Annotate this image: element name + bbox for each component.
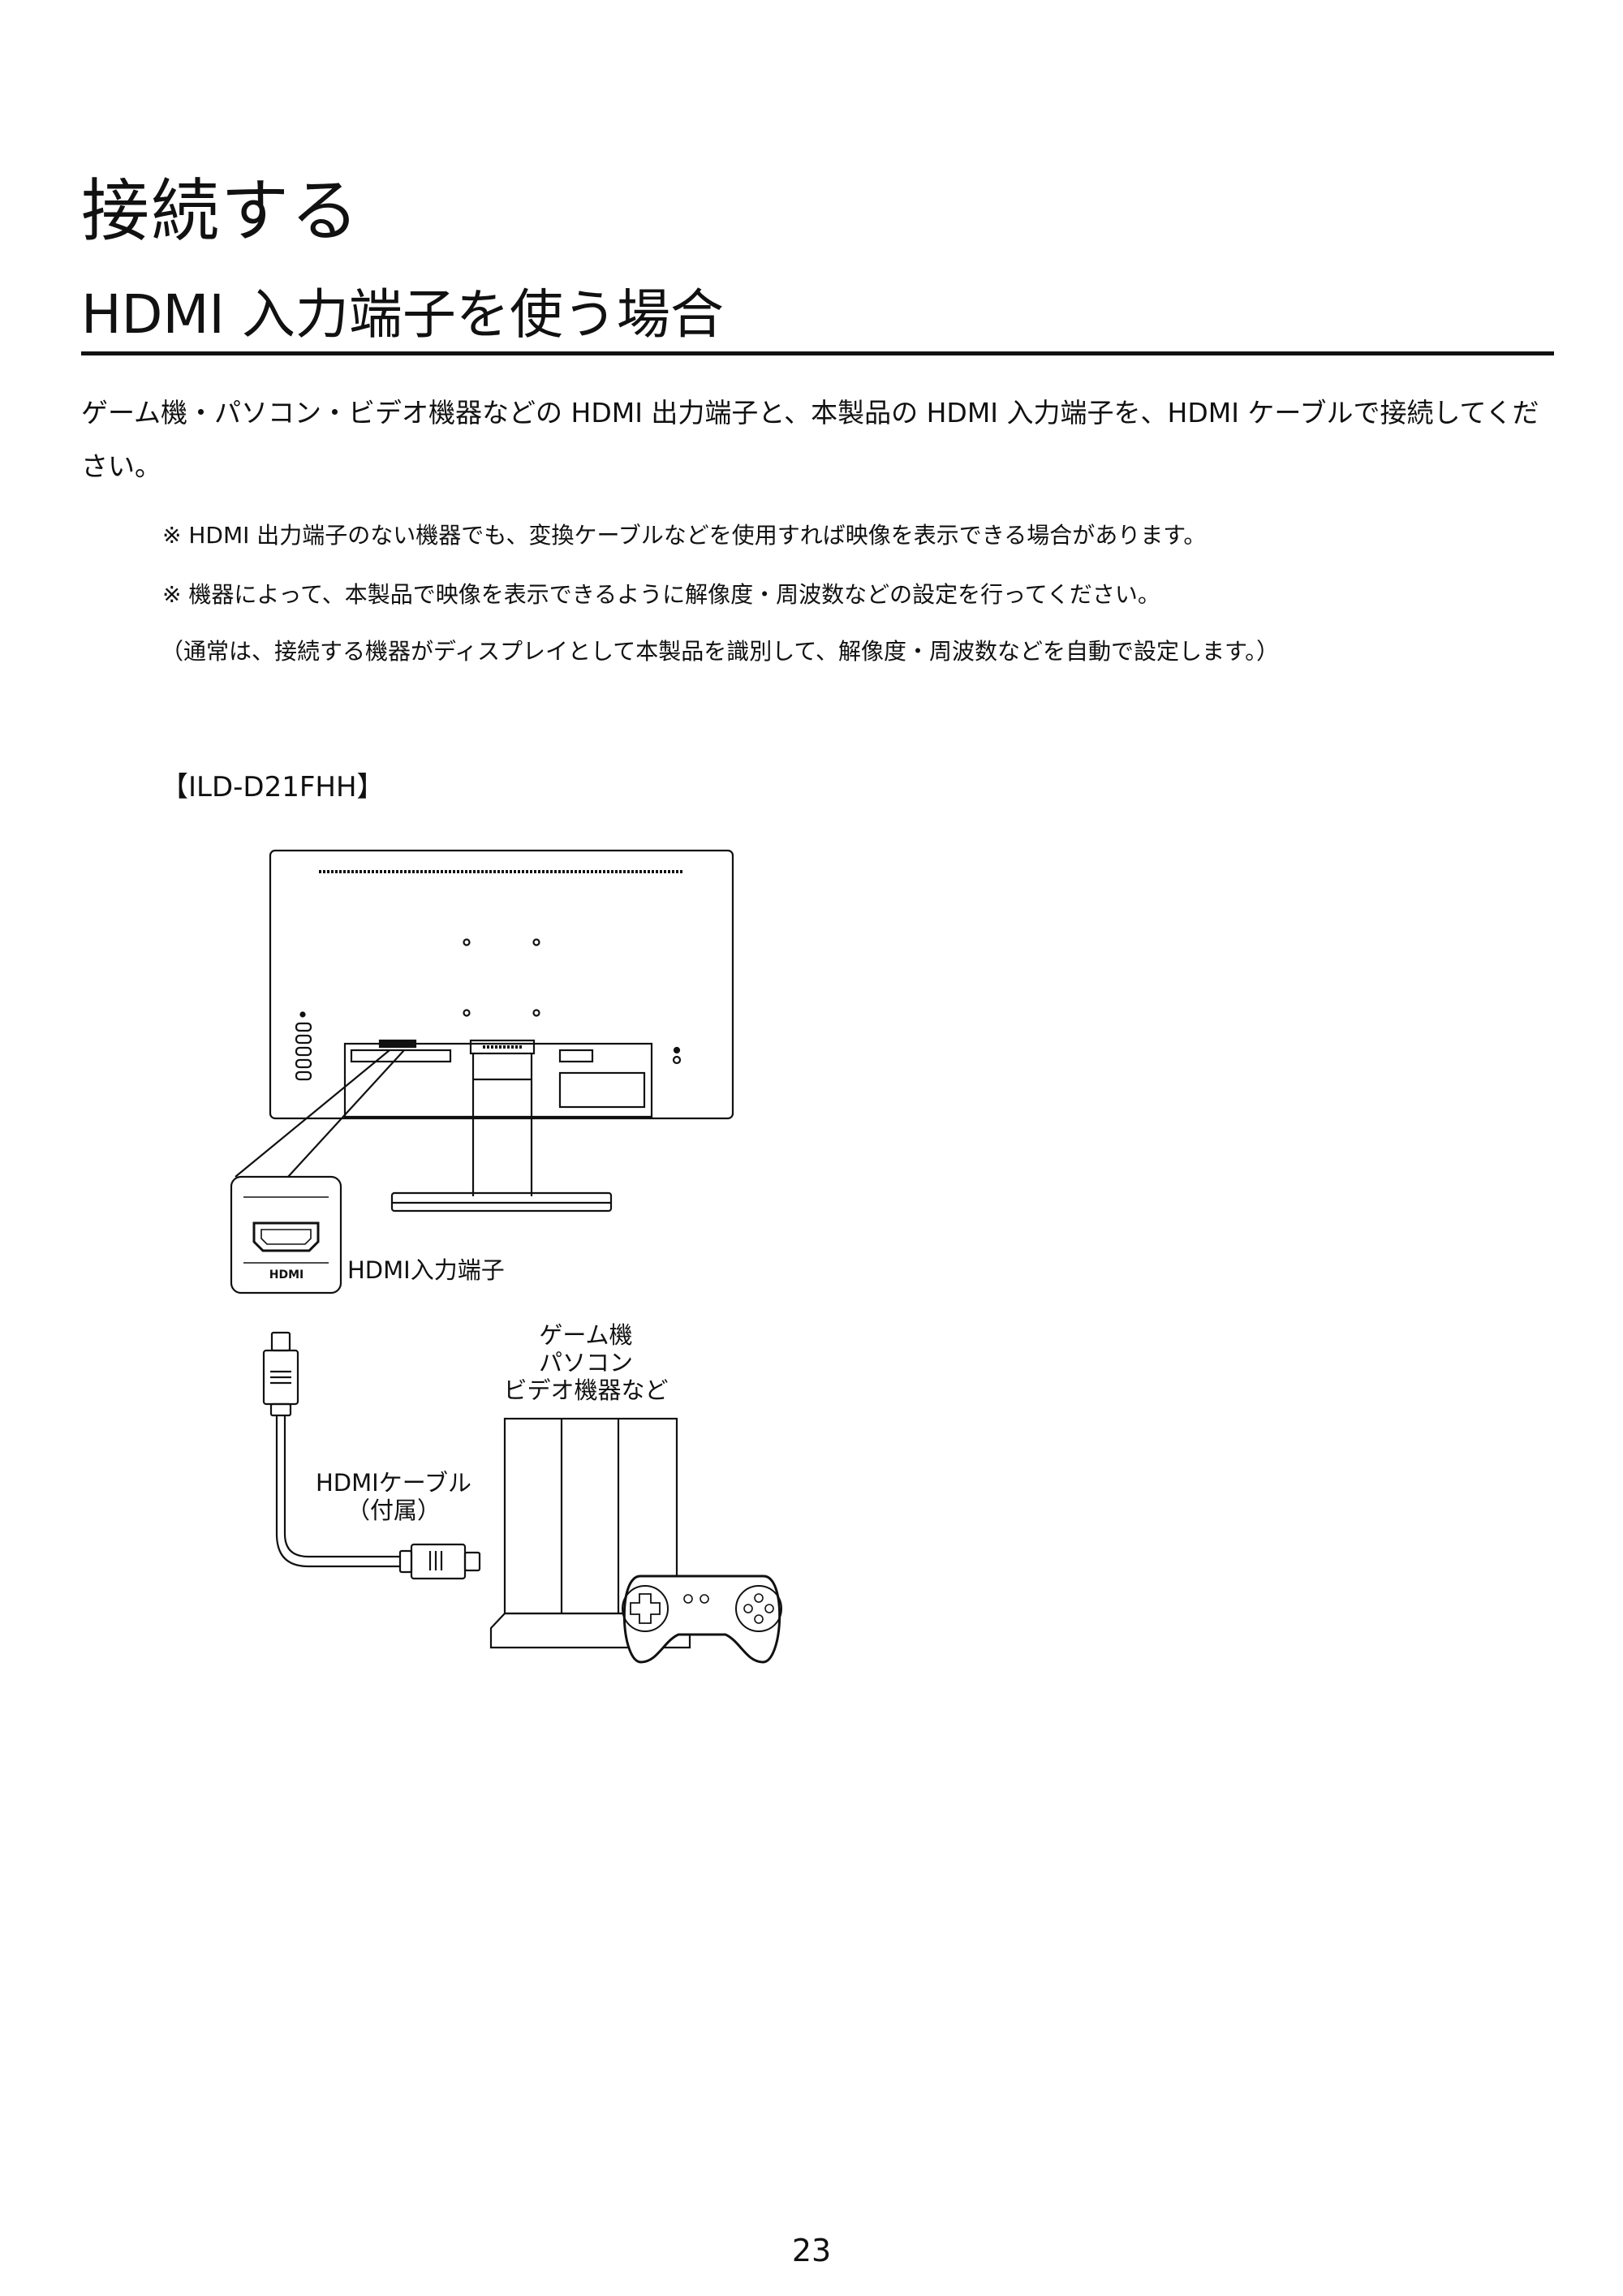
- model-name: 【ILD-D21FHH】: [161, 771, 385, 803]
- hdmi-port-badge: [230, 1175, 342, 1294]
- device-label: ゲーム機 パソコン ビデオ機器など: [503, 1321, 669, 1404]
- hdmi-port-label: HDMI入力端子: [347, 1256, 505, 1284]
- section-divider: [81, 351, 1554, 355]
- game-console-illustration: [489, 1417, 691, 1649]
- note-1: ※ HDMI 出力端子のない機器でも、変換ケーブルなどを使用すれば映像を表示でき…: [162, 522, 1207, 549]
- hdmi-cable-illustration: [262, 1331, 481, 1580]
- note-3: （通常は、接続する機器がディスプレイとして本製品を識別して、解像度・周波数などを…: [161, 638, 1280, 665]
- gamepad-icon: [622, 1574, 782, 1664]
- section-title: HDMI 入力端子を使う場合: [81, 283, 724, 346]
- monitor-back-illustration: [235, 849, 734, 1213]
- page-number: 23: [791, 2233, 832, 2268]
- intro-paragraph: ゲーム機・パソコン・ビデオ機器などの HDMI 出力端子と、本製品の HDMI …: [81, 397, 1539, 482]
- note-2: ※ 機器によって、本製品で映像を表示できるように解像度・周波数などの設定を行って…: [162, 581, 1160, 608]
- page-title: 接続する: [81, 171, 361, 251]
- cable-label: HDMIケーブル （付属）: [316, 1469, 471, 1524]
- hdmi-port-badge-label: HDMI: [269, 1269, 304, 1282]
